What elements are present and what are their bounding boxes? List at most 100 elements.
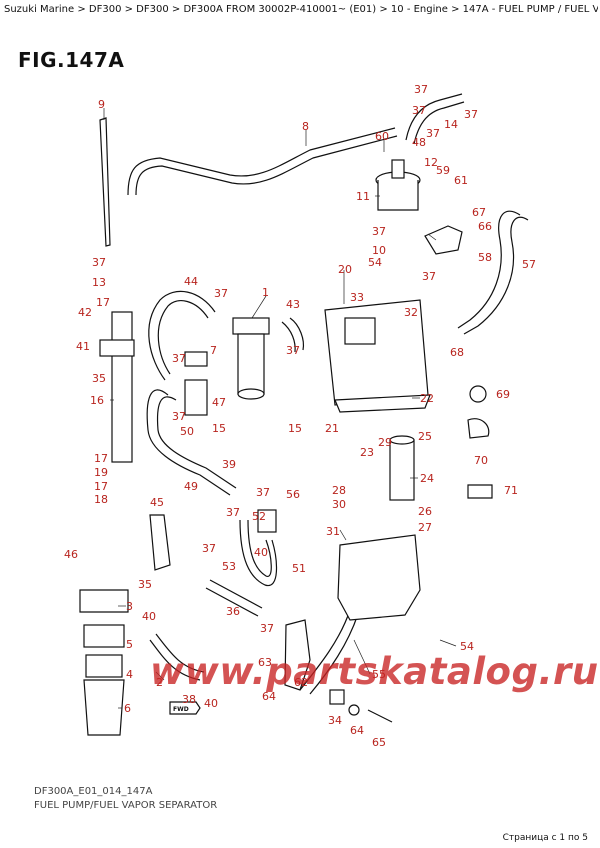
callout-48[interactable]: 48 xyxy=(412,136,426,149)
callout-35[interactable]: 35 xyxy=(138,578,152,591)
callout-37[interactable]: 37 xyxy=(202,542,216,555)
callout-34[interactable]: 34 xyxy=(328,714,342,727)
callout-71[interactable]: 71 xyxy=(504,484,518,497)
callout-37[interactable]: 37 xyxy=(372,225,386,238)
callout-53[interactable]: 53 xyxy=(222,560,236,573)
callout-37[interactable]: 37 xyxy=(172,352,186,365)
callout-12[interactable]: 12 xyxy=(424,156,438,169)
callout-11[interactable]: 11 xyxy=(356,190,370,203)
callout-5[interactable]: 5 xyxy=(126,638,133,651)
callout-33[interactable]: 33 xyxy=(350,291,364,304)
callout-47[interactable]: 47 xyxy=(212,396,226,409)
callout-23[interactable]: 23 xyxy=(360,446,374,459)
callout-39[interactable]: 39 xyxy=(222,458,236,471)
callout-37[interactable]: 37 xyxy=(214,287,228,300)
callout-15[interactable]: 15 xyxy=(288,422,302,435)
callout-37[interactable]: 37 xyxy=(226,506,240,519)
callout-38[interactable]: 38 xyxy=(182,693,196,706)
callout-54[interactable]: 54 xyxy=(368,256,382,269)
callout-37[interactable]: 37 xyxy=(172,410,186,423)
callout-18[interactable]: 18 xyxy=(94,493,108,506)
callout-28[interactable]: 28 xyxy=(332,484,346,497)
callout-37[interactable]: 37 xyxy=(256,486,270,499)
callout-37[interactable]: 37 xyxy=(412,104,426,117)
callout-4[interactable]: 4 xyxy=(126,668,133,681)
watermark: www.partskatalog.ru xyxy=(150,650,599,693)
callout-37[interactable]: 37 xyxy=(260,622,274,635)
callout-49[interactable]: 49 xyxy=(184,480,198,493)
callout-65[interactable]: 65 xyxy=(372,736,386,749)
part-70-clip xyxy=(467,418,490,439)
callout-8[interactable]: 8 xyxy=(302,120,309,133)
callout-56[interactable]: 56 xyxy=(286,488,300,501)
callout-17[interactable]: 17 xyxy=(96,296,110,309)
callout-37[interactable]: 37 xyxy=(286,344,300,357)
callout-35[interactable]: 35 xyxy=(92,372,106,385)
callout-7[interactable]: 7 xyxy=(210,344,217,357)
callout-37[interactable]: 37 xyxy=(464,108,478,121)
callout-52[interactable]: 52 xyxy=(252,510,266,523)
callout-13[interactable]: 13 xyxy=(92,276,106,289)
callout-17[interactable]: 17 xyxy=(94,480,108,493)
callout-37[interactable]: 37 xyxy=(422,270,436,283)
breadcrumb[interactable]: Suzuki Marine > DF300 > DF300 > DF300A F… xyxy=(4,4,598,15)
callout-55[interactable]: 55 xyxy=(372,668,386,681)
callout-17[interactable]: 17 xyxy=(94,452,108,465)
callout-43[interactable]: 43 xyxy=(286,298,300,311)
callout-37[interactable]: 37 xyxy=(414,83,428,96)
callout-61[interactable]: 61 xyxy=(454,174,468,187)
hose-14 xyxy=(405,93,465,145)
callout-3[interactable]: 3 xyxy=(126,600,133,613)
callout-37[interactable]: 37 xyxy=(92,256,106,269)
callout-64[interactable]: 64 xyxy=(350,724,364,737)
callout-50[interactable]: 50 xyxy=(180,425,194,438)
callout-26[interactable]: 26 xyxy=(418,505,432,518)
callout-63[interactable]: 63 xyxy=(258,656,272,669)
callout-25[interactable]: 25 xyxy=(418,430,432,443)
callout-66[interactable]: 66 xyxy=(478,220,492,233)
callout-44[interactable]: 44 xyxy=(184,275,198,288)
callout-15[interactable]: 15 xyxy=(212,422,226,435)
callout-21[interactable]: 21 xyxy=(325,422,339,435)
callout-70[interactable]: 70 xyxy=(474,454,488,467)
callout-67[interactable]: 67 xyxy=(472,206,486,219)
callout-2[interactable]: 2 xyxy=(156,676,163,689)
callout-58[interactable]: 58 xyxy=(478,251,492,264)
callout-59[interactable]: 59 xyxy=(436,164,450,177)
callout-41[interactable]: 41 xyxy=(76,340,90,353)
callout-14[interactable]: 14 xyxy=(444,118,458,131)
callout-10[interactable]: 10 xyxy=(372,244,386,257)
pager[interactable]: Страница с 1 по 5 xyxy=(502,833,588,843)
callout-36[interactable]: 36 xyxy=(226,605,240,618)
callout-40[interactable]: 40 xyxy=(254,546,268,559)
callout-16[interactable]: 16 xyxy=(90,394,104,407)
callout-62[interactable]: 62 xyxy=(294,676,308,689)
callout-22[interactable]: 22 xyxy=(420,392,434,405)
part-62-bracket xyxy=(284,619,311,691)
callout-30[interactable]: 30 xyxy=(332,498,346,511)
callout-46[interactable]: 46 xyxy=(64,548,78,561)
callout-9[interactable]: 9 xyxy=(98,98,105,111)
callout-51[interactable]: 51 xyxy=(292,562,306,575)
callout-45[interactable]: 45 xyxy=(150,496,164,509)
callout-42[interactable]: 42 xyxy=(78,306,92,319)
callout-64[interactable]: 64 xyxy=(262,690,276,703)
callout-19[interactable]: 19 xyxy=(94,466,108,479)
callout-6[interactable]: 6 xyxy=(124,702,131,715)
callout-29[interactable]: 29 xyxy=(378,436,392,449)
callout-31[interactable]: 31 xyxy=(326,525,340,538)
callout-69[interactable]: 69 xyxy=(496,388,510,401)
callout-20[interactable]: 20 xyxy=(338,263,352,276)
callout-54[interactable]: 54 xyxy=(460,640,474,653)
callout-27[interactable]: 27 xyxy=(418,521,432,534)
callout-60[interactable]: 60 xyxy=(375,130,389,143)
callout-1[interactable]: 1 xyxy=(262,286,269,299)
callout-24[interactable]: 24 xyxy=(420,472,434,485)
callout-57[interactable]: 57 xyxy=(522,258,536,271)
callout-32[interactable]: 32 xyxy=(404,306,418,319)
callout-40[interactable]: 40 xyxy=(142,610,156,623)
callout-68[interactable]: 68 xyxy=(450,346,464,359)
callout-40[interactable]: 40 xyxy=(204,697,218,710)
callout-37[interactable]: 37 xyxy=(426,127,440,140)
hose-36 xyxy=(205,579,263,617)
